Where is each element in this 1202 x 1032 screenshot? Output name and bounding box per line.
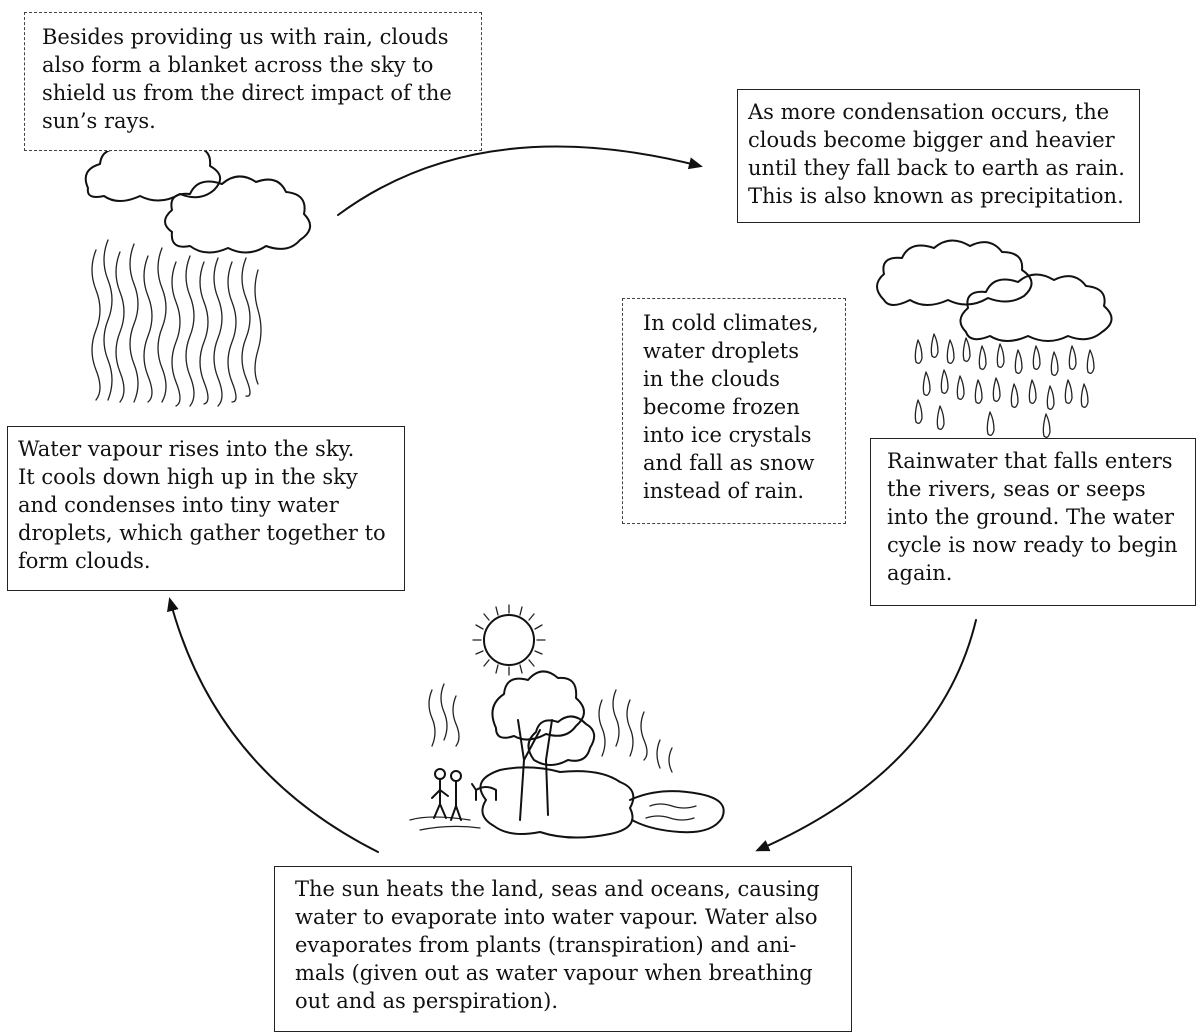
step-evaporation: The sun heats the land, seas and oceans,… <box>274 866 852 1032</box>
step-collection: Rainwater that falls enters the rivers, … <box>870 438 1196 606</box>
note-line: In cold climates, <box>643 311 819 335</box>
step-condensation: Water vapour rises into the sky. It cool… <box>7 426 405 591</box>
step-line: This is also known as precipitation. <box>748 184 1124 208</box>
note-line: water droplets <box>643 339 800 363</box>
step-line: mals (given out as water vapour when bre… <box>295 961 813 985</box>
step-line: As more condensation occurs, the <box>748 100 1110 124</box>
note-line: into ice crystals <box>643 423 812 447</box>
note-clouds-blanket: Besides providing us with rain, clouds a… <box>24 12 482 151</box>
rain-cloud-icon <box>876 239 1113 438</box>
note-snow: In cold climates, water droplets in the … <box>622 298 846 524</box>
cloud-vapour-icon <box>84 137 311 407</box>
note-line: sun’s rays. <box>42 109 156 133</box>
step-line: until they fall back to earth as rain. <box>748 156 1125 180</box>
step-line: clouds become bigger and heavier <box>748 128 1115 152</box>
step-line: the rivers, seas or seeps <box>887 477 1146 501</box>
step-line: water to evaporate into water vapour. Wa… <box>295 905 818 929</box>
note-line: in the clouds <box>643 367 780 391</box>
step-line: form clouds. <box>18 549 151 573</box>
step-line: cycle is now ready to begin <box>887 533 1178 557</box>
note-line: shield us from the direct impact of the <box>42 81 452 105</box>
sun-island-icon <box>409 604 725 839</box>
note-line: also form a blanket across the sky to <box>42 53 434 77</box>
note-line: and fall as snow <box>643 451 815 475</box>
step-line: Rainwater that falls enters <box>887 449 1173 473</box>
step-line: The sun heats the land, seas and oceans,… <box>295 877 820 901</box>
step-line: out and as perspiration). <box>295 989 559 1013</box>
cycle-arrow-icon <box>755 619 977 852</box>
step-line: Water vapour rises into the sky. <box>18 437 355 461</box>
step-line: evaporates from plants (transpiration) a… <box>295 933 797 957</box>
cycle-arrow-icon <box>167 597 379 853</box>
step-precipitation: As more condensation occurs, the clouds … <box>737 89 1140 223</box>
step-line: into the ground. The water <box>887 505 1175 529</box>
step-line: droplets, which gather together to <box>18 521 386 545</box>
step-line: again. <box>887 561 953 585</box>
step-line: It cools down high up in the sky <box>18 465 358 489</box>
step-line: and condenses into tiny water <box>18 493 339 517</box>
note-line: instead of rain. <box>643 479 805 503</box>
note-line: become frozen <box>643 395 800 419</box>
cycle-arrow-icon <box>337 145 703 216</box>
note-line: Besides providing us with rain, clouds <box>42 25 449 49</box>
